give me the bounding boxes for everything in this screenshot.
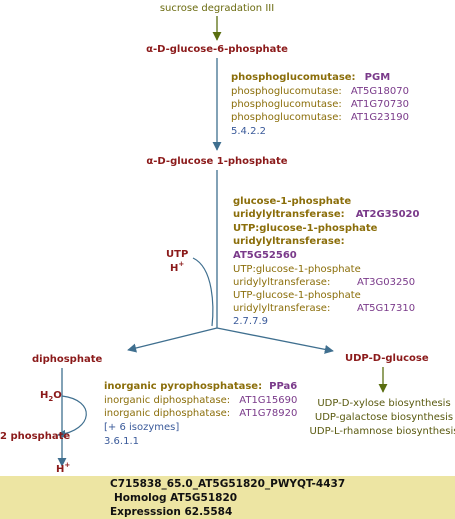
branch-arrow-diphosphate — [127, 327, 218, 353]
enzyme-name[interactable]: UTP:glucose-1-phosphate — [233, 223, 378, 234]
enzyme-alt-name[interactable]: uridylyltransferase: — [233, 303, 330, 314]
info-footer: C715838_65.0_AT5G51820_PWYQT-4437 Homolo… — [0, 476, 455, 519]
enzyme-alt-name[interactable]: UTP-glucose-1-phosphate — [233, 290, 361, 301]
product-proton[interactable]: H+ — [56, 461, 70, 475]
gene-alt-link[interactable]: AT3G03250 — [357, 277, 415, 288]
downstream-pathway-link[interactable]: UDP-galactose biosynthesis — [315, 412, 453, 423]
downstream-pathway-link[interactable]: UDP-L-rhamnose biosynthesis — [310, 426, 455, 437]
compound-udp-glucose[interactable]: UDP-D-glucose — [345, 353, 429, 364]
source-pathway-link[interactable]: sucrose degradation III — [160, 3, 274, 14]
enzyme-block-phosphoglucomutase: phosphoglucomutase: PGM phosphoglucomuta… — [231, 65, 409, 137]
ec-number-link[interactable]: 5.4.2.2 — [231, 126, 266, 137]
branch-arrow-udp-glucose — [216, 327, 334, 354]
cofactor-curve-utp — [192, 257, 214, 327]
enzyme-alt-row[interactable]: inorganic diphosphatase: AT1G78920 — [104, 401, 297, 420]
footer-homolog: Homolog AT5G51820 — [114, 492, 238, 504]
downstream-pathway-link[interactable]: UDP-D-xylose biosynthesis — [317, 398, 450, 409]
gene-alt-link[interactable]: AT5G17310 — [357, 303, 415, 314]
ec-number-link[interactable]: 2.7.7.9 — [233, 316, 268, 327]
enzyme-name: phosphoglucomutase: — [231, 72, 356, 83]
gene-link[interactable]: PPa6 — [269, 381, 297, 392]
enzyme-name[interactable]: uridylyltransferase: — [233, 236, 345, 247]
enzyme-alt-name[interactable]: UTP:glucose-1-phosphate — [233, 264, 361, 275]
cofactor-proton[interactable]: H+ — [170, 260, 184, 274]
enzyme-alt-row[interactable]: phosphoglucomutase: AT5G18070 — [231, 79, 409, 98]
enzyme-alt-name[interactable]: uridylyltransferase: — [233, 277, 330, 288]
enzyme-alt-row[interactable]: phosphoglucomutase: AT1G23190 — [231, 105, 409, 124]
enzyme-label-pgm[interactable]: phosphoglucomutase: PGM — [231, 65, 390, 84]
cofactor-utp[interactable]: UTP — [166, 249, 188, 260]
gene-link[interactable]: PGM — [365, 72, 391, 83]
footer-gene-id: C715838_65.0_AT5G51820_PWYQT-4437 — [110, 478, 346, 490]
gene-link[interactable]: AT2G35020 — [356, 209, 420, 220]
footer-expression: Expresssion 62.5584 — [110, 506, 233, 518]
cofactor-water[interactable]: H2O — [40, 390, 62, 403]
ec-number-link[interactable]: 3.6.1.1 — [104, 436, 139, 447]
enzyme-name[interactable]: glucose-1-phosphate — [233, 196, 351, 207]
isozymes-link[interactable]: [+ 6 isozymes] — [104, 422, 179, 433]
enzyme-label-row[interactable]: uridylyltransferase: AT2G35020 — [233, 202, 419, 221]
enzyme-label-ppa[interactable]: inorganic pyrophosphatase: PPa6 — [104, 374, 297, 393]
compound-glucose-1-phosphate[interactable]: α-D-glucose 1-phosphate — [146, 156, 287, 167]
compound-glucose-6-phosphate[interactable]: α-D-glucose-6-phosphate — [146, 44, 288, 55]
cofactor-curve-water — [57, 395, 87, 439]
enzyme-block-pyrophosphatase: inorganic pyrophosphatase: PPa6 inorgani… — [104, 374, 297, 447]
compound-phosphate[interactable]: 2 phosphate — [0, 431, 70, 442]
gene-link[interactable]: AT5G52560 — [233, 250, 297, 261]
compound-diphosphate[interactable]: diphosphate — [32, 354, 102, 365]
enzyme-alt-row[interactable]: inorganic diphosphatase: AT1G15690 — [104, 388, 297, 407]
enzyme-alt-row[interactable]: phosphoglucomutase: AT1G70730 — [231, 92, 409, 111]
enzyme-block-ugp: glucose-1-phosphate uridylyltransferase:… — [233, 196, 419, 327]
